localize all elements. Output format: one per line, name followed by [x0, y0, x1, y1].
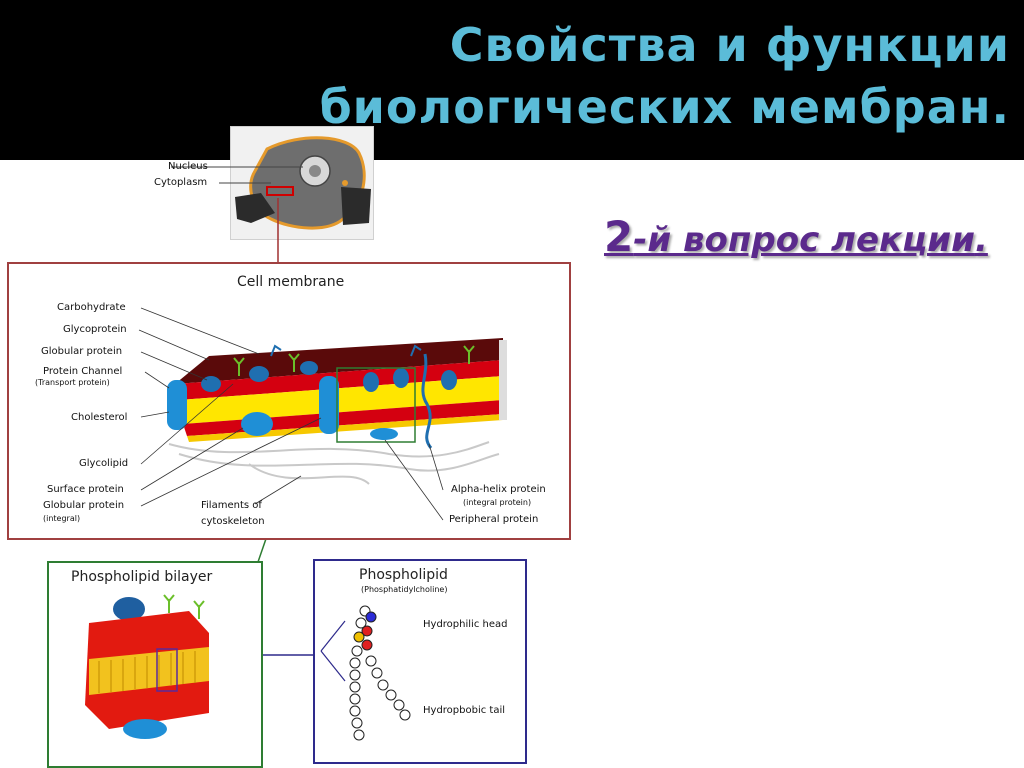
label-nucleus: Nucleus [168, 161, 208, 172]
label-globular-protein-2: Globular protein [43, 500, 124, 511]
label-cytoskeleton: cytoskeleton [201, 516, 265, 527]
label-protein-channel: Protein Channel [43, 366, 122, 377]
cell-thumbnail [230, 126, 374, 240]
phospholipid-molecule [315, 561, 525, 762]
bilayer-drawing [49, 563, 261, 766]
subtitle-number: 2 [604, 212, 633, 261]
label-carbohydrate: Carbohydrate [57, 302, 126, 313]
label-transport-protein: (Transport protein) [35, 378, 110, 387]
label-filaments: Filaments of [201, 500, 262, 511]
slide-title: Свойства и функции биологических мембран… [20, 14, 1010, 138]
label-cytoplasm: Cytoplasm [154, 177, 207, 188]
phospholipid-panel: Phospholipid (Phosphatidylcholine) Hydro… [313, 559, 527, 764]
surface-protein-shape [241, 412, 273, 436]
label-integral: (integral) [43, 514, 80, 523]
slide-subtitle: 2-й вопрос лекции. [604, 212, 988, 261]
label-integral-protein: (integral protein) [463, 498, 531, 507]
label-surface-protein: Surface protein [47, 484, 124, 495]
label-glycoprotein: Glycoprotein [63, 324, 127, 335]
cholesterol-protein-shape [319, 376, 339, 434]
cell-membrane-panel: Cell membrane [7, 262, 571, 540]
membrane-cut-edge [499, 340, 507, 420]
label-globular-protein: Globular protein [41, 346, 122, 357]
subtitle-text: -й вопрос лекции [633, 220, 975, 260]
protein-channel-shape [167, 380, 187, 430]
label-glycolipid: Glycolipid [79, 458, 128, 469]
subtitle-dot: . [975, 220, 988, 260]
bilayer-panel: Phospholipid bilayer [47, 561, 263, 768]
label-cholesterol: Cholesterol [71, 412, 127, 423]
label-peripheral: Peripheral protein [449, 514, 538, 525]
peripheral-protein-shape [370, 428, 398, 440]
cell-thumbnail-drawing [231, 127, 373, 239]
label-alpha-helix: Alpha-helix protein [451, 484, 546, 495]
